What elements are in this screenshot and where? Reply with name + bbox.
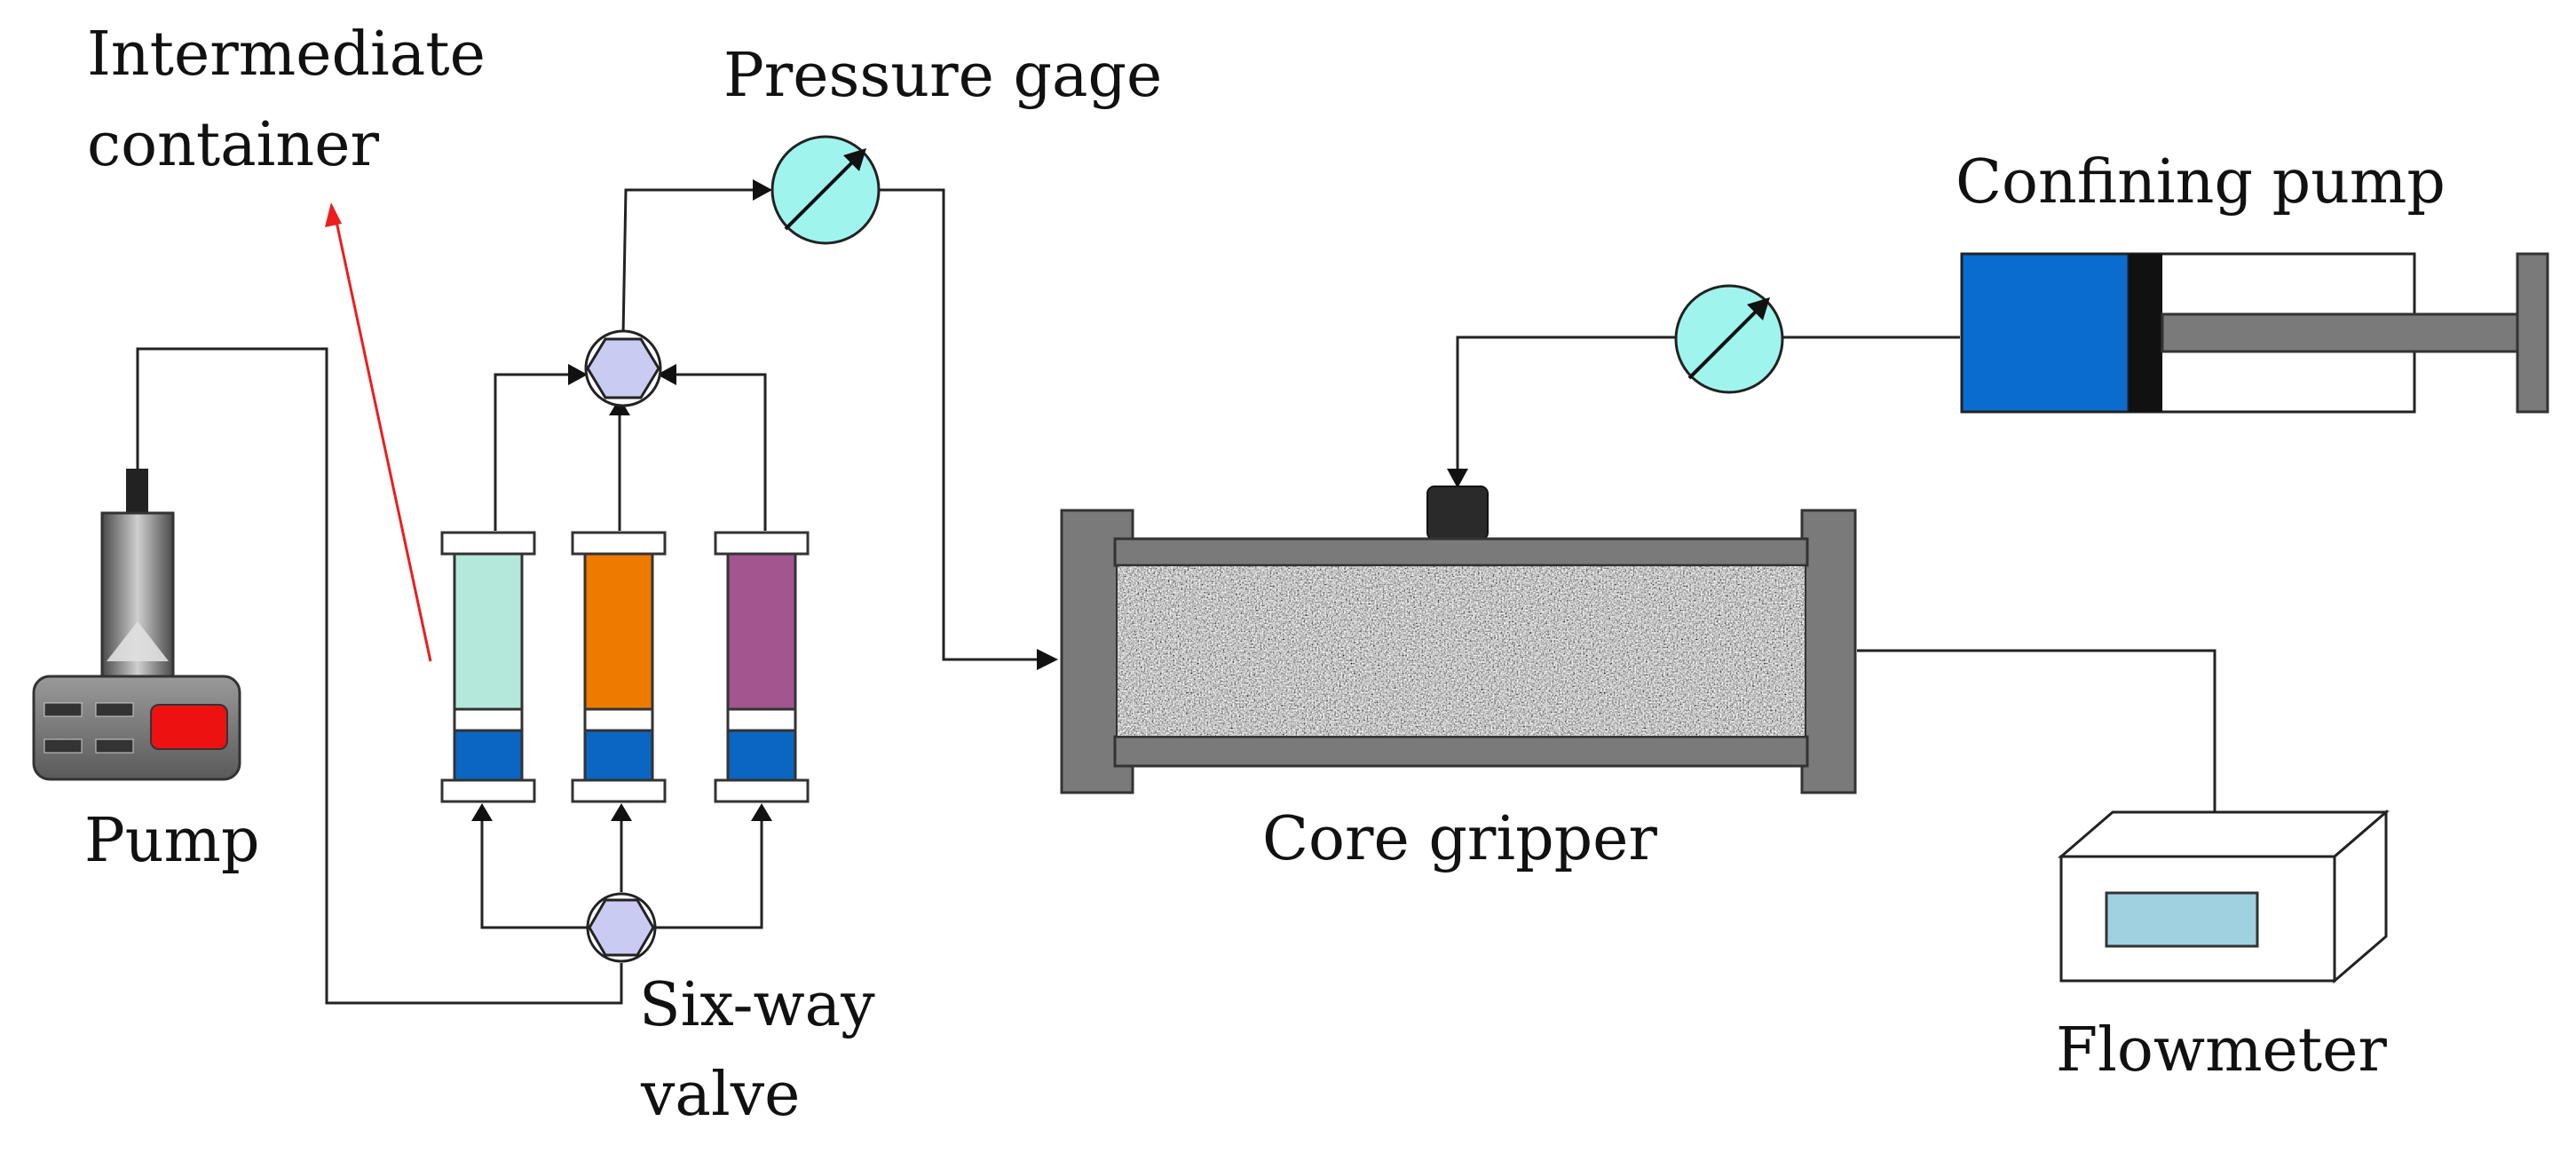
container-right bbox=[714, 531, 810, 803]
label-core-gripper: Core gripper bbox=[1262, 804, 1657, 874]
pump-base bbox=[32, 675, 241, 781]
pump-display bbox=[150, 704, 228, 750]
label-pressure-gage: Pressure gage bbox=[723, 41, 1162, 111]
top-six-way-valve bbox=[584, 329, 662, 407]
arrowhead-into-gage bbox=[753, 179, 772, 201]
left-container-to-valve-line bbox=[494, 373, 581, 531]
core-sample bbox=[1117, 565, 1806, 737]
arrowhead-into-valve-right bbox=[657, 364, 676, 385]
flowmeter-display bbox=[2105, 891, 2259, 948]
confining-pump-fluid bbox=[1960, 252, 2130, 414]
intermediate-container-icon bbox=[440, 531, 810, 803]
confining-pressure-gage bbox=[1674, 284, 1784, 394]
label-flowmeter: Flowmeter bbox=[2056, 1015, 2387, 1086]
confining-pump-rod bbox=[2161, 312, 2519, 353]
confining-pump-handle bbox=[2516, 252, 2549, 414]
flowmeter-icon bbox=[2057, 809, 2390, 984]
core-gripper-right-cap bbox=[1800, 509, 1857, 794]
arrowhead-middle-container bbox=[611, 803, 632, 821]
arrowhead-into-core-inlet bbox=[1037, 649, 1058, 670]
gage-to-core-inlet-line bbox=[879, 188, 1047, 661]
valve-to-left-container-line bbox=[480, 821, 595, 929]
confining-pump-piston bbox=[2129, 254, 2162, 412]
label-intermediate-line1: Intermediate bbox=[87, 20, 486, 90]
pressure-gage-icon bbox=[770, 135, 1784, 394]
main-pressure-gage bbox=[770, 135, 881, 245]
labels: Intermediate container Pressure gage Con… bbox=[84, 20, 2446, 1130]
arrowhead-into-top-port bbox=[1447, 469, 1468, 488]
core-gripper-icon bbox=[1060, 486, 1857, 794]
arrowhead-right-container bbox=[751, 803, 772, 821]
pump-feed-line bbox=[136, 347, 623, 1005]
pump-icon bbox=[32, 469, 241, 781]
six-way-valve-icon bbox=[584, 329, 662, 963]
label-intermediate-line2: container bbox=[87, 110, 379, 180]
right-container-to-valve-line bbox=[664, 373, 767, 531]
label-six-way-line2: valve bbox=[640, 1060, 800, 1130]
core-gripper-top-port bbox=[1426, 486, 1489, 541]
pipe-network bbox=[136, 188, 2216, 1005]
valve-to-gage-line bbox=[621, 188, 763, 336]
intermediate-container-pointer bbox=[325, 202, 432, 662]
pump-outlet-nozzle bbox=[126, 469, 148, 513]
label-six-way-line1: Six-way bbox=[639, 970, 875, 1040]
container-middle bbox=[571, 531, 667, 803]
confining-pump-icon bbox=[1960, 252, 2549, 414]
arrowhead-left-container bbox=[471, 803, 493, 821]
bottom-six-way-valve bbox=[586, 892, 657, 963]
valve-to-right-container-line bbox=[648, 821, 763, 929]
label-pump: Pump bbox=[84, 806, 260, 876]
outlet-to-flowmeter-line bbox=[1857, 649, 2216, 818]
container-left bbox=[440, 531, 536, 803]
gauge-to-port-line bbox=[1456, 336, 1676, 475]
label-confining-pump: Confining pump bbox=[1956, 147, 2446, 217]
arrowhead-into-valve-left bbox=[568, 364, 588, 385]
